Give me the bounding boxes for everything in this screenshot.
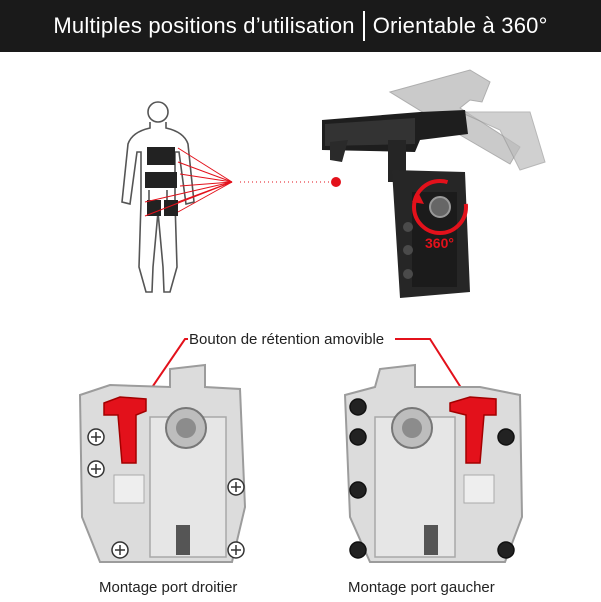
- right-mounting-plate: [343, 363, 524, 563]
- left-mounting-plate: [78, 363, 247, 563]
- retention-button-callout: Bouton de rétention amovible: [189, 331, 385, 348]
- human-body-icon: [121, 101, 195, 293]
- header-banner: Multiples positions d’utilisation Orient…: [0, 0, 601, 52]
- rotation-360-icon: [412, 179, 468, 235]
- chest-band: [147, 147, 175, 165]
- banner-right-text: Orientable à 360°: [372, 13, 548, 38]
- usage-positions-section: 360°: [0, 52, 601, 307]
- callout-lines: [139, 338, 473, 406]
- left-retention-button-icon: [103, 396, 147, 464]
- banner-divider: [362, 11, 365, 41]
- mounting-section: Bouton de rétention amovible: [0, 307, 601, 602]
- rotation-badge-text: 360°: [425, 235, 454, 251]
- positions-illustration: 360°: [121, 69, 546, 298]
- caption-right-hand-mount: Montage port droitier: [99, 579, 238, 596]
- connector-dot: [331, 177, 341, 187]
- waist-band: [145, 172, 177, 188]
- holster-icon: [392, 170, 470, 298]
- mounting-illustration: [78, 338, 524, 563]
- caption-left-hand-mount: Montage port gaucher: [348, 579, 495, 596]
- right-retention-button-icon: [449, 396, 497, 464]
- position-fan-lines: [144, 147, 233, 217]
- thigh-band-left: [147, 200, 161, 216]
- banner-left-text: Multiples positions d’utilisation: [53, 13, 355, 38]
